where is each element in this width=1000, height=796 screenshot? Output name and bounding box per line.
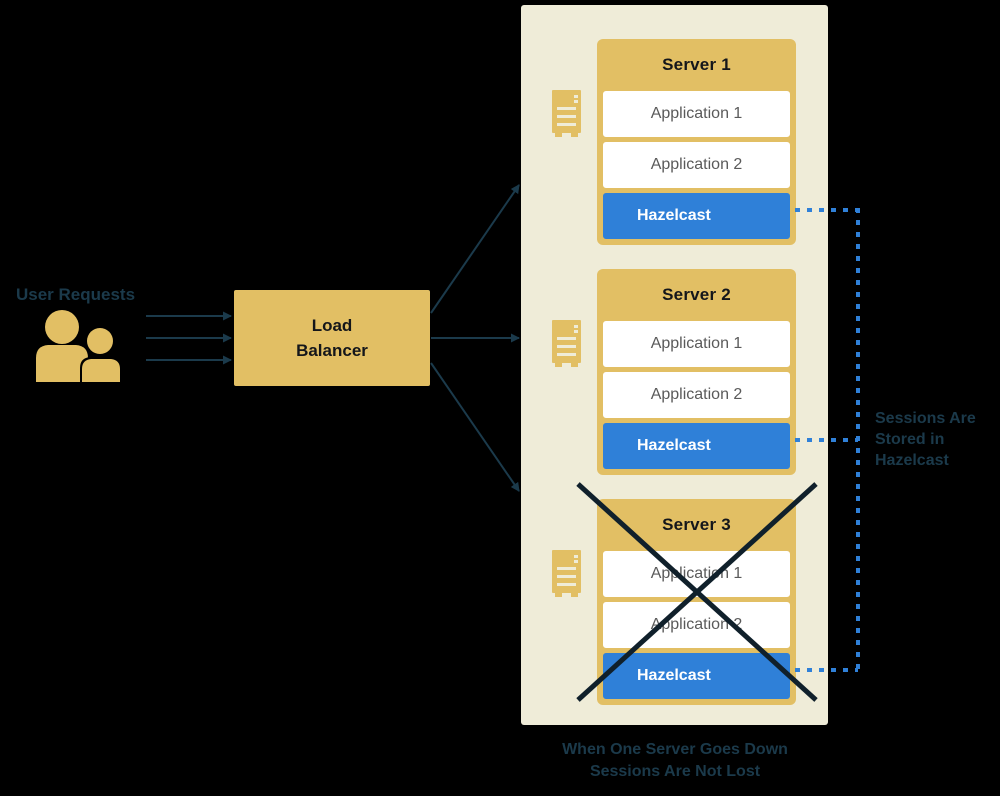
rack-slot	[557, 337, 576, 340]
rack-slot	[557, 107, 576, 110]
rack-slot	[557, 345, 576, 348]
rack-foot	[571, 363, 578, 367]
load-balancer-label-line1: Load	[311, 316, 353, 335]
hazelcast-row[interactable]: Hazelcast	[602, 652, 791, 700]
users-icon	[36, 310, 122, 382]
rack-slot	[557, 115, 576, 118]
caption-line-2: Sessions Are Not Lost	[589, 763, 761, 780]
load-balancer-box[interactable]: Load Balancer	[234, 290, 430, 386]
load-balancer-label: Load Balancer	[296, 313, 368, 363]
application-row[interactable]: Application 2	[602, 601, 791, 649]
application-row[interactable]: Application 2	[602, 371, 791, 419]
server-card-1[interactable]: Server 1 Application 1 Application 2 Haz…	[597, 39, 796, 245]
rack-led	[574, 325, 578, 328]
server-card-3[interactable]: Server 3 Application 1 Application 2 Haz…	[597, 499, 796, 705]
server-title: Server 2	[662, 285, 731, 304]
rack-slot	[557, 575, 576, 578]
rack-foot	[571, 133, 578, 137]
rack-foot	[571, 593, 578, 597]
hazelcast-row[interactable]: Hazelcast	[602, 422, 791, 470]
server-rack-icon	[552, 90, 581, 137]
user-to-lb-arrows	[146, 311, 232, 365]
server-rack-icon	[552, 550, 581, 597]
application-row[interactable]: Application 1	[602, 550, 791, 598]
rack-slot	[557, 567, 576, 570]
rack-slot	[557, 123, 576, 126]
application-row[interactable]: Application 1	[602, 320, 791, 368]
rack-foot	[555, 593, 562, 597]
rack-foot	[555, 363, 562, 367]
load-balancer-label-line2: Balancer	[296, 341, 368, 360]
caption-line-1: When One Server Goes Down	[562, 741, 788, 758]
user-requests-label: User Requests	[16, 285, 136, 304]
application-row[interactable]: Application 2	[602, 141, 791, 189]
rack-slot	[557, 353, 576, 356]
rack-led	[574, 100, 578, 103]
rack-foot	[555, 133, 562, 137]
rack-slot	[557, 583, 576, 586]
diagram-caption: When One Server Goes Down Sessions Are N…	[520, 739, 830, 783]
hazelcast-row[interactable]: Hazelcast	[602, 192, 791, 240]
server-card-2[interactable]: Server 2 Application 1 Application 2 Haz…	[597, 269, 796, 475]
server-title: Server 1	[662, 55, 731, 74]
rack-led	[574, 330, 578, 333]
lb-to-servers-arrows	[430, 184, 520, 492]
server-rack-icon	[552, 320, 581, 367]
rack-led	[574, 555, 578, 558]
application-row[interactable]: Application 1	[602, 90, 791, 138]
rack-led	[574, 95, 578, 98]
sessions-stored-note: Sessions Are Stored in Hazelcast	[875, 410, 976, 469]
server-title: Server 3	[662, 515, 731, 534]
rack-led	[574, 560, 578, 563]
